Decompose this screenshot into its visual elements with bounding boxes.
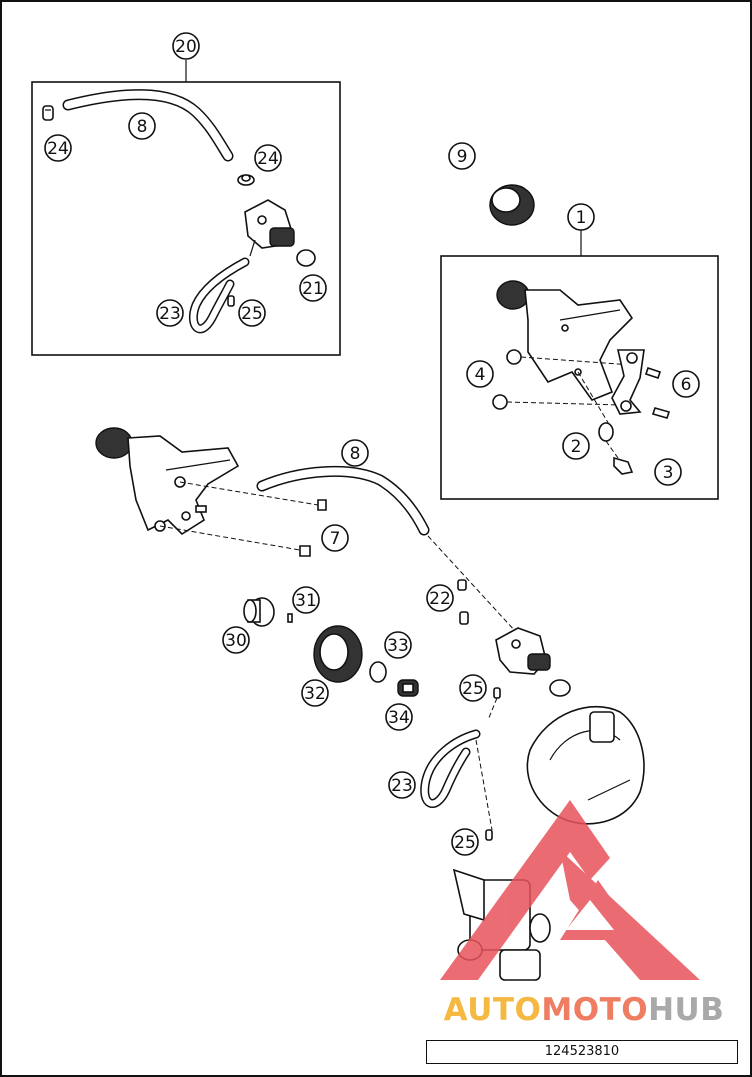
svg-text:1: 1 — [576, 208, 587, 228]
callout-24-left: 24 — [44, 134, 72, 162]
clip-25-mid — [493, 687, 501, 699]
svg-text:20: 20 — [175, 37, 197, 57]
svg-text:34: 34 — [388, 708, 410, 728]
callout-8-top: 8 — [128, 112, 156, 140]
svg-text:25: 25 — [462, 679, 484, 699]
svg-text:8: 8 — [350, 444, 361, 464]
watermark-text: AUTOMOTOHUB — [424, 992, 744, 1028]
callout-9: 9 — [448, 142, 476, 170]
bush-30-pin-31 — [243, 597, 293, 627]
callout-34: 34 — [385, 703, 413, 731]
watermark-part-auto: AUTO — [443, 992, 542, 1028]
clip-24-right — [237, 174, 255, 186]
svg-text:21: 21 — [302, 279, 324, 299]
svg-text:24: 24 — [257, 149, 279, 169]
svg-text:2: 2 — [571, 437, 582, 457]
svg-text:31: 31 — [295, 591, 317, 611]
dash-to-carb — [475, 739, 493, 831]
valve-body-top — [244, 199, 295, 257]
gauge-rod-9 — [399, 145, 535, 226]
callout-30: 30 — [222, 626, 250, 654]
callout-24-right: 24 — [254, 144, 282, 172]
callout-20: 20 — [172, 32, 200, 60]
callout-8-mid: 8 — [341, 439, 369, 467]
callout-7: 7 — [321, 524, 349, 552]
svg-text:33: 33 — [387, 636, 409, 656]
hose-8-top — [62, 89, 234, 162]
ring-33-nut-34 — [369, 661, 419, 697]
watermark-part-hub: HUB — [648, 992, 725, 1028]
svg-text:4: 4 — [475, 365, 486, 385]
screws-7 — [159, 481, 327, 557]
svg-text:9: 9 — [457, 147, 468, 167]
svg-text:22: 22 — [429, 589, 451, 609]
callout-1: 1 — [567, 203, 595, 231]
fuel-tank-main — [95, 427, 240, 536]
svg-text:25: 25 — [454, 833, 476, 853]
callout-25-top: 25 — [238, 299, 266, 327]
callout-25-bottom: 25 — [451, 828, 479, 856]
valve-body-mid — [495, 627, 571, 697]
svg-text:32: 32 — [304, 684, 326, 704]
hose-23-top — [188, 257, 250, 334]
callout-33: 33 — [384, 631, 412, 659]
drawing-number: 124523810 — [426, 1040, 738, 1064]
callout-21: 21 — [299, 274, 327, 302]
dash-25-mid — [487, 697, 498, 721]
screws-22 — [457, 579, 469, 625]
clip-25-top — [227, 295, 235, 307]
group-box-20 — [31, 81, 341, 356]
svg-text:23: 23 — [391, 776, 413, 796]
svg-text:3: 3 — [663, 463, 674, 483]
svg-text:6: 6 — [681, 375, 692, 395]
callouts: 20 8 24 24 21 23 25 9 1 4 6 2 3 8 7 31 3… — [44, 32, 700, 856]
svg-text:24: 24 — [47, 139, 69, 159]
svg-text:8: 8 — [137, 117, 148, 137]
callout-25-mid: 25 — [459, 674, 487, 702]
callout-3: 3 — [654, 458, 682, 486]
clip-24-left — [42, 105, 54, 121]
fuel-cap-32 — [313, 625, 363, 683]
o-ring-21 — [296, 249, 316, 267]
fuel-tank-box — [496, 280, 634, 401]
callout-23-top: 23 — [156, 299, 184, 327]
hose-8-mid — [256, 465, 517, 633]
callout-2: 2 — [562, 432, 590, 460]
clip-25-bottom — [485, 829, 493, 841]
callout-6: 6 — [672, 370, 700, 398]
callout-31: 31 — [292, 586, 320, 614]
callout-32: 32 — [301, 679, 329, 707]
rubber-4 — [492, 349, 633, 410]
engine-cover — [526, 705, 645, 825]
svg-text:30: 30 — [225, 631, 247, 651]
bracket-6 — [611, 349, 671, 419]
hose-23-bottom — [420, 729, 481, 808]
group-box-1 — [440, 255, 719, 500]
svg-text:23: 23 — [159, 304, 181, 324]
watermark-part-moto: MOTO — [541, 992, 649, 1028]
svg-text:25: 25 — [241, 304, 263, 324]
callout-22: 22 — [426, 584, 454, 612]
svg-text:7: 7 — [330, 529, 341, 549]
callout-23-bottom: 23 — [388, 771, 416, 799]
fuel-cock-parts-2-3 — [577, 371, 634, 475]
watermark-logo — [440, 800, 700, 980]
callout-4: 4 — [466, 360, 494, 388]
